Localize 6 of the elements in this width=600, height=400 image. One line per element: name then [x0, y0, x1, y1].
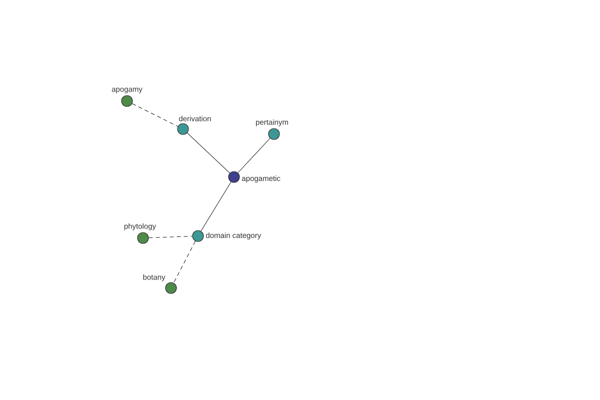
connector-line — [173, 240, 196, 284]
connector-line — [200, 182, 232, 232]
connector-line — [148, 236, 192, 238]
connector-line — [186, 132, 230, 174]
connector-line — [132, 103, 178, 127]
connector-line — [238, 138, 270, 173]
